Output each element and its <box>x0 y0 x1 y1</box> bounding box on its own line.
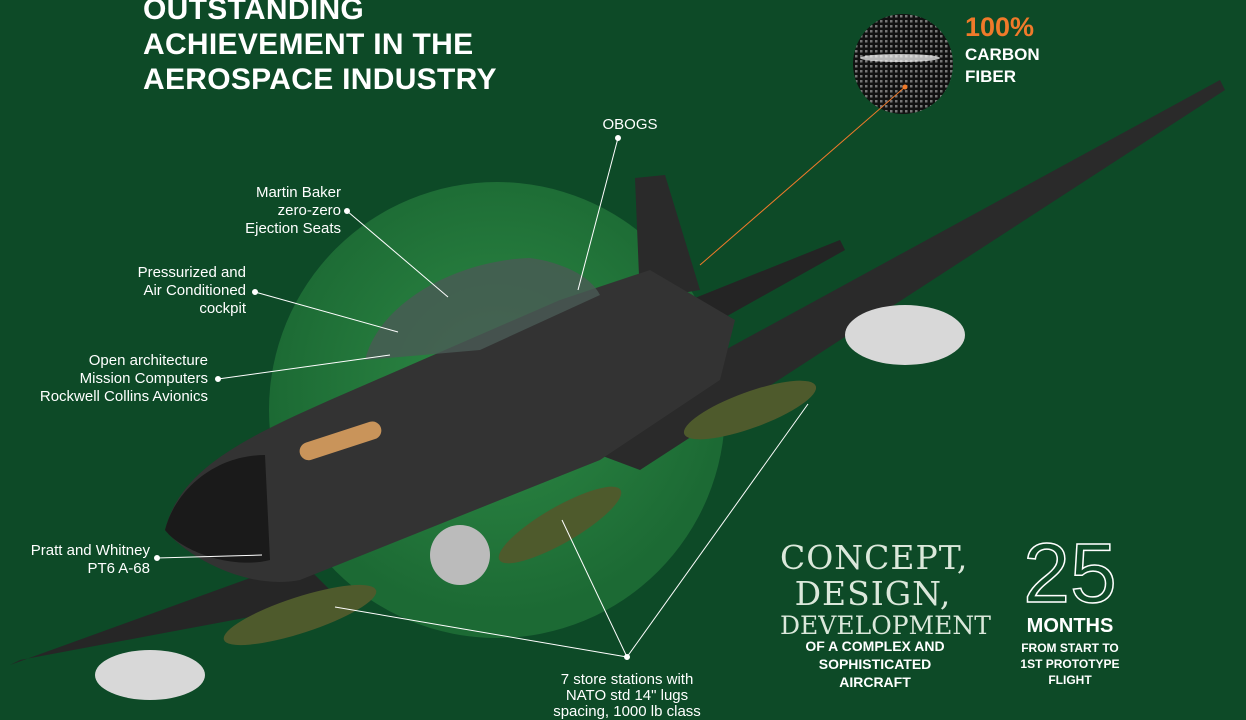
sensor-pod <box>299 421 382 461</box>
concept-line: DESIGN, <box>794 574 952 613</box>
leader-lines <box>154 84 908 660</box>
title-line: AEROSPACE INDUSTRY <box>143 63 497 96</box>
concept-subtitle: OF A COMPLEX AND SOPHISTICATED AIRCRAFT <box>790 637 960 691</box>
concept-sub-line: OF A COMPLEX AND <box>805 638 945 654</box>
label-line: Rockwell Collins Avionics <box>39 388 208 405</box>
months-number: 25 <box>1023 526 1118 620</box>
concept-heading: CONCEPT, DESIGN, DEVELOPMENT <box>780 538 991 640</box>
title-line: OUTSTANDING <box>143 0 365 26</box>
carbon-label: CARBON FIBER <box>965 44 1040 88</box>
label-line: NATO std 14" lugs <box>565 687 689 704</box>
label-line: Mission Computers <box>79 370 208 387</box>
carbon-line: FIBER <box>965 67 1016 86</box>
carbon-line: CARBON <box>965 45 1040 64</box>
label-line: Martin Baker <box>255 184 341 201</box>
label-line: Air Conditioned <box>143 282 246 299</box>
label-line: Ejection Seats <box>245 220 341 237</box>
carbon-fiber-sample <box>853 14 953 114</box>
label-line: Pressurized and <box>137 264 246 281</box>
label-cockpit: Pressurized and Air Conditioned cockpit <box>60 264 246 318</box>
concept-sub-line: AIRCRAFT <box>839 674 911 690</box>
concept-sub-line: SOPHISTICATED <box>818 656 932 672</box>
label-engine: Pratt and Whitney PT6 A-68 <box>0 542 150 578</box>
months-sub-line: FLIGHT <box>1048 673 1092 687</box>
wing <box>560 80 1225 470</box>
months-subtitle: FROM START TO 1ST PROTOTYPE FLIGHT <box>1010 640 1130 688</box>
label-line: Open architecture <box>88 352 208 369</box>
label-mission-computers: Open architecture Mission Computers Rock… <box>10 352 208 406</box>
months-sub-line: FROM START TO <box>1021 641 1119 655</box>
fuselage <box>165 270 735 582</box>
horizontal-stabilizer <box>690 240 845 320</box>
label-line: spacing, 1000 lb class <box>553 703 701 720</box>
page-title: OUTSTANDING ACHIEVEMENT IN THE AEROSPACE… <box>143 0 497 97</box>
label-line: cockpit <box>199 300 246 317</box>
label-line: PT6 A-68 <box>87 560 150 577</box>
concept-line: CONCEPT, <box>780 538 969 577</box>
label-line: Pratt and Whitney <box>30 542 150 559</box>
label-line: zero-zero <box>277 202 341 219</box>
concept-line: DEVELOPMENT <box>780 611 991 640</box>
canopy <box>365 258 600 360</box>
external-stores <box>95 305 965 700</box>
label-obogs: OBOGS <box>602 116 658 133</box>
title-line: ACHIEVEMENT IN THE <box>143 28 474 61</box>
carbon-percent: 100% <box>965 12 1035 42</box>
label-store-stations: 7 store stations with NATO std 14" lugs … <box>527 672 727 720</box>
wing-near <box>10 560 340 665</box>
months-sub-line: 1ST PROTOTYPE <box>1020 657 1120 671</box>
bombs <box>223 380 817 646</box>
label-ejection-seats: Martin Baker zero-zero Ejection Seats <box>200 184 341 238</box>
months-label: MONTHS <box>1026 615 1114 637</box>
tail-fin <box>635 175 700 300</box>
nose-cone <box>165 455 270 563</box>
label-line: 7 store stations with <box>560 671 694 688</box>
